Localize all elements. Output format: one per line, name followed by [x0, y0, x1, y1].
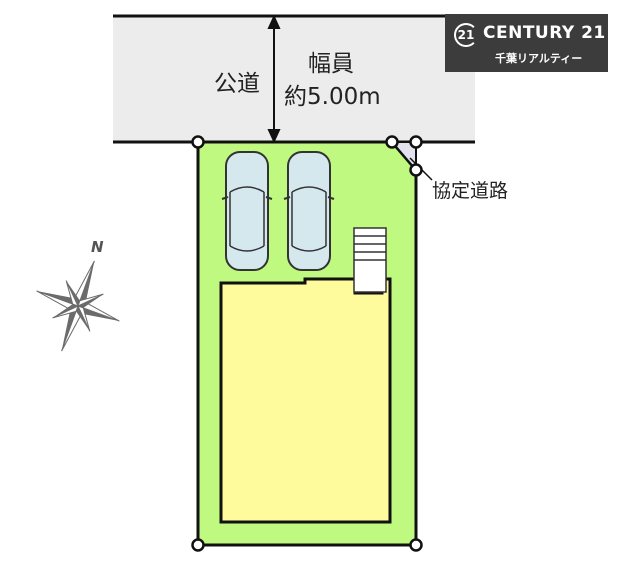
road-width-value: 約5.00m: [284, 84, 381, 110]
public-road: [113, 16, 475, 142]
century21-mark-icon: 21: [454, 23, 478, 47]
century21-logo: 21 CENTURY 21 千葉リアルティー: [445, 14, 608, 72]
road-width-title: 幅員: [308, 51, 354, 77]
logo-brand-name: CENTURY 21: [483, 23, 606, 43]
road-type-label: 公道: [214, 71, 260, 97]
car-1: [221, 151, 273, 271]
compass-rose-icon: [36, 260, 120, 352]
logo-subtitle: 千葉リアルティー: [495, 52, 583, 65]
boundary-markers: [191, 135, 423, 552]
building-footprint: [219, 277, 392, 524]
agreement-road-corner: [389, 141, 417, 173]
entrance-steps: [353, 227, 387, 293]
car-2: [283, 151, 335, 271]
north-label: N: [91, 238, 104, 256]
road-width-arrow: [267, 14, 281, 144]
agreement-road-label: 協定道路: [432, 180, 509, 202]
